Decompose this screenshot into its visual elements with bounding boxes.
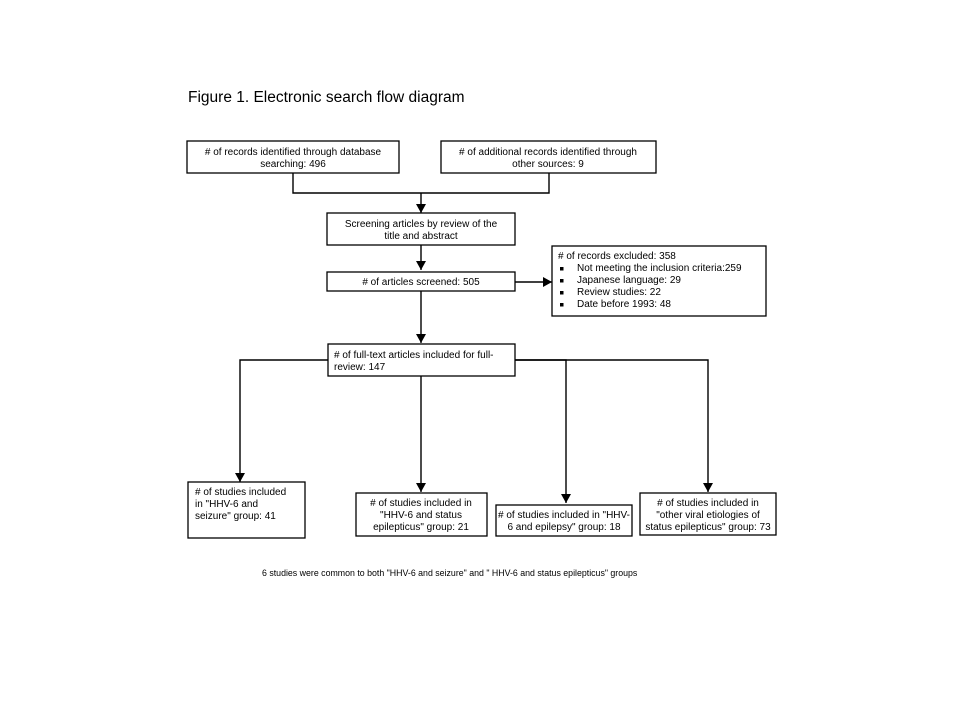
footnote: 6 studies were common to both "HHV-6 and… xyxy=(262,568,638,578)
arrow-to-epilepsy xyxy=(515,359,571,503)
bullet-icon xyxy=(560,303,564,307)
box-database-records: # of records identified through database… xyxy=(186,140,400,174)
box-additional-records: # of additional records identified throu… xyxy=(440,140,657,174)
connector-additional-to-merge xyxy=(421,173,550,194)
box-line: Screening articles by review of the xyxy=(345,219,498,230)
box-line: "other viral etiologies of xyxy=(656,510,760,521)
box-line: status epilepticus" group: 73 xyxy=(645,522,771,533)
box-line: # of additional records identified throu… xyxy=(459,147,637,158)
box-hhv6-seizure: # of studies included in "HHV-6 and seiz… xyxy=(187,481,306,539)
box-line: 6 and epilepsy" group: 18 xyxy=(507,522,621,533)
box-records-excluded: # of records excluded: 358 Not meeting t… xyxy=(551,245,767,317)
box-line: # of studies included in xyxy=(370,498,472,509)
box-line: # of full-text articles included for ful… xyxy=(334,350,494,361)
connector-database-to-merge xyxy=(292,173,421,194)
box-line: seizure" group: 41 xyxy=(195,511,276,522)
box-line: # of studies included xyxy=(195,487,286,498)
box-hhv6-status-epilepticus: # of studies included in "HHV-6 and stat… xyxy=(355,492,488,537)
box-hhv6-epilepsy: # of studies included in "HHV- 6 and epi… xyxy=(495,504,633,537)
box-line: review: 147 xyxy=(334,362,386,373)
connectors xyxy=(235,173,713,503)
arrow-to-other-viral xyxy=(515,359,713,492)
box-line: title and abstract xyxy=(384,231,458,242)
excluded-item: Not meeting the inclusion criteria:259 xyxy=(577,263,742,274)
box-line: "HHV-6 and status xyxy=(380,510,462,521)
excluded-item: Date before 1993: 48 xyxy=(577,299,671,310)
box-fulltext-articles: # of full-text articles included for ful… xyxy=(327,343,516,377)
box-line: # of studies included in xyxy=(657,498,759,509)
arrow-to-seizure xyxy=(235,359,328,482)
box-line: in "HHV-6 and xyxy=(195,499,258,510)
box-screening: Screening articles by review of the titl… xyxy=(326,212,516,246)
box-other-viral-etiologies: # of studies included in "other viral et… xyxy=(639,492,777,536)
figure-title: Figure 1. Electronic search flow diagram xyxy=(188,89,465,106)
excluded-item: Japanese language: 29 xyxy=(577,275,681,286)
excluded-heading: # of records excluded: 358 xyxy=(558,251,676,262)
bullet-icon xyxy=(560,279,564,283)
box-line: searching: 496 xyxy=(260,159,326,170)
box-line: epilepticus" group: 21 xyxy=(373,522,469,533)
box-line: # of articles screened: 505 xyxy=(362,277,480,288)
box-line: other sources: 9 xyxy=(512,159,584,170)
excluded-item: Review studies: 22 xyxy=(577,287,661,298)
box-line: # of studies included in "HHV- xyxy=(498,510,630,521)
box-articles-screened: # of articles screened: 505 xyxy=(326,271,516,292)
bullet-icon xyxy=(560,267,564,271)
box-line: # of records identified through database xyxy=(205,147,382,158)
bullet-icon xyxy=(560,291,564,295)
